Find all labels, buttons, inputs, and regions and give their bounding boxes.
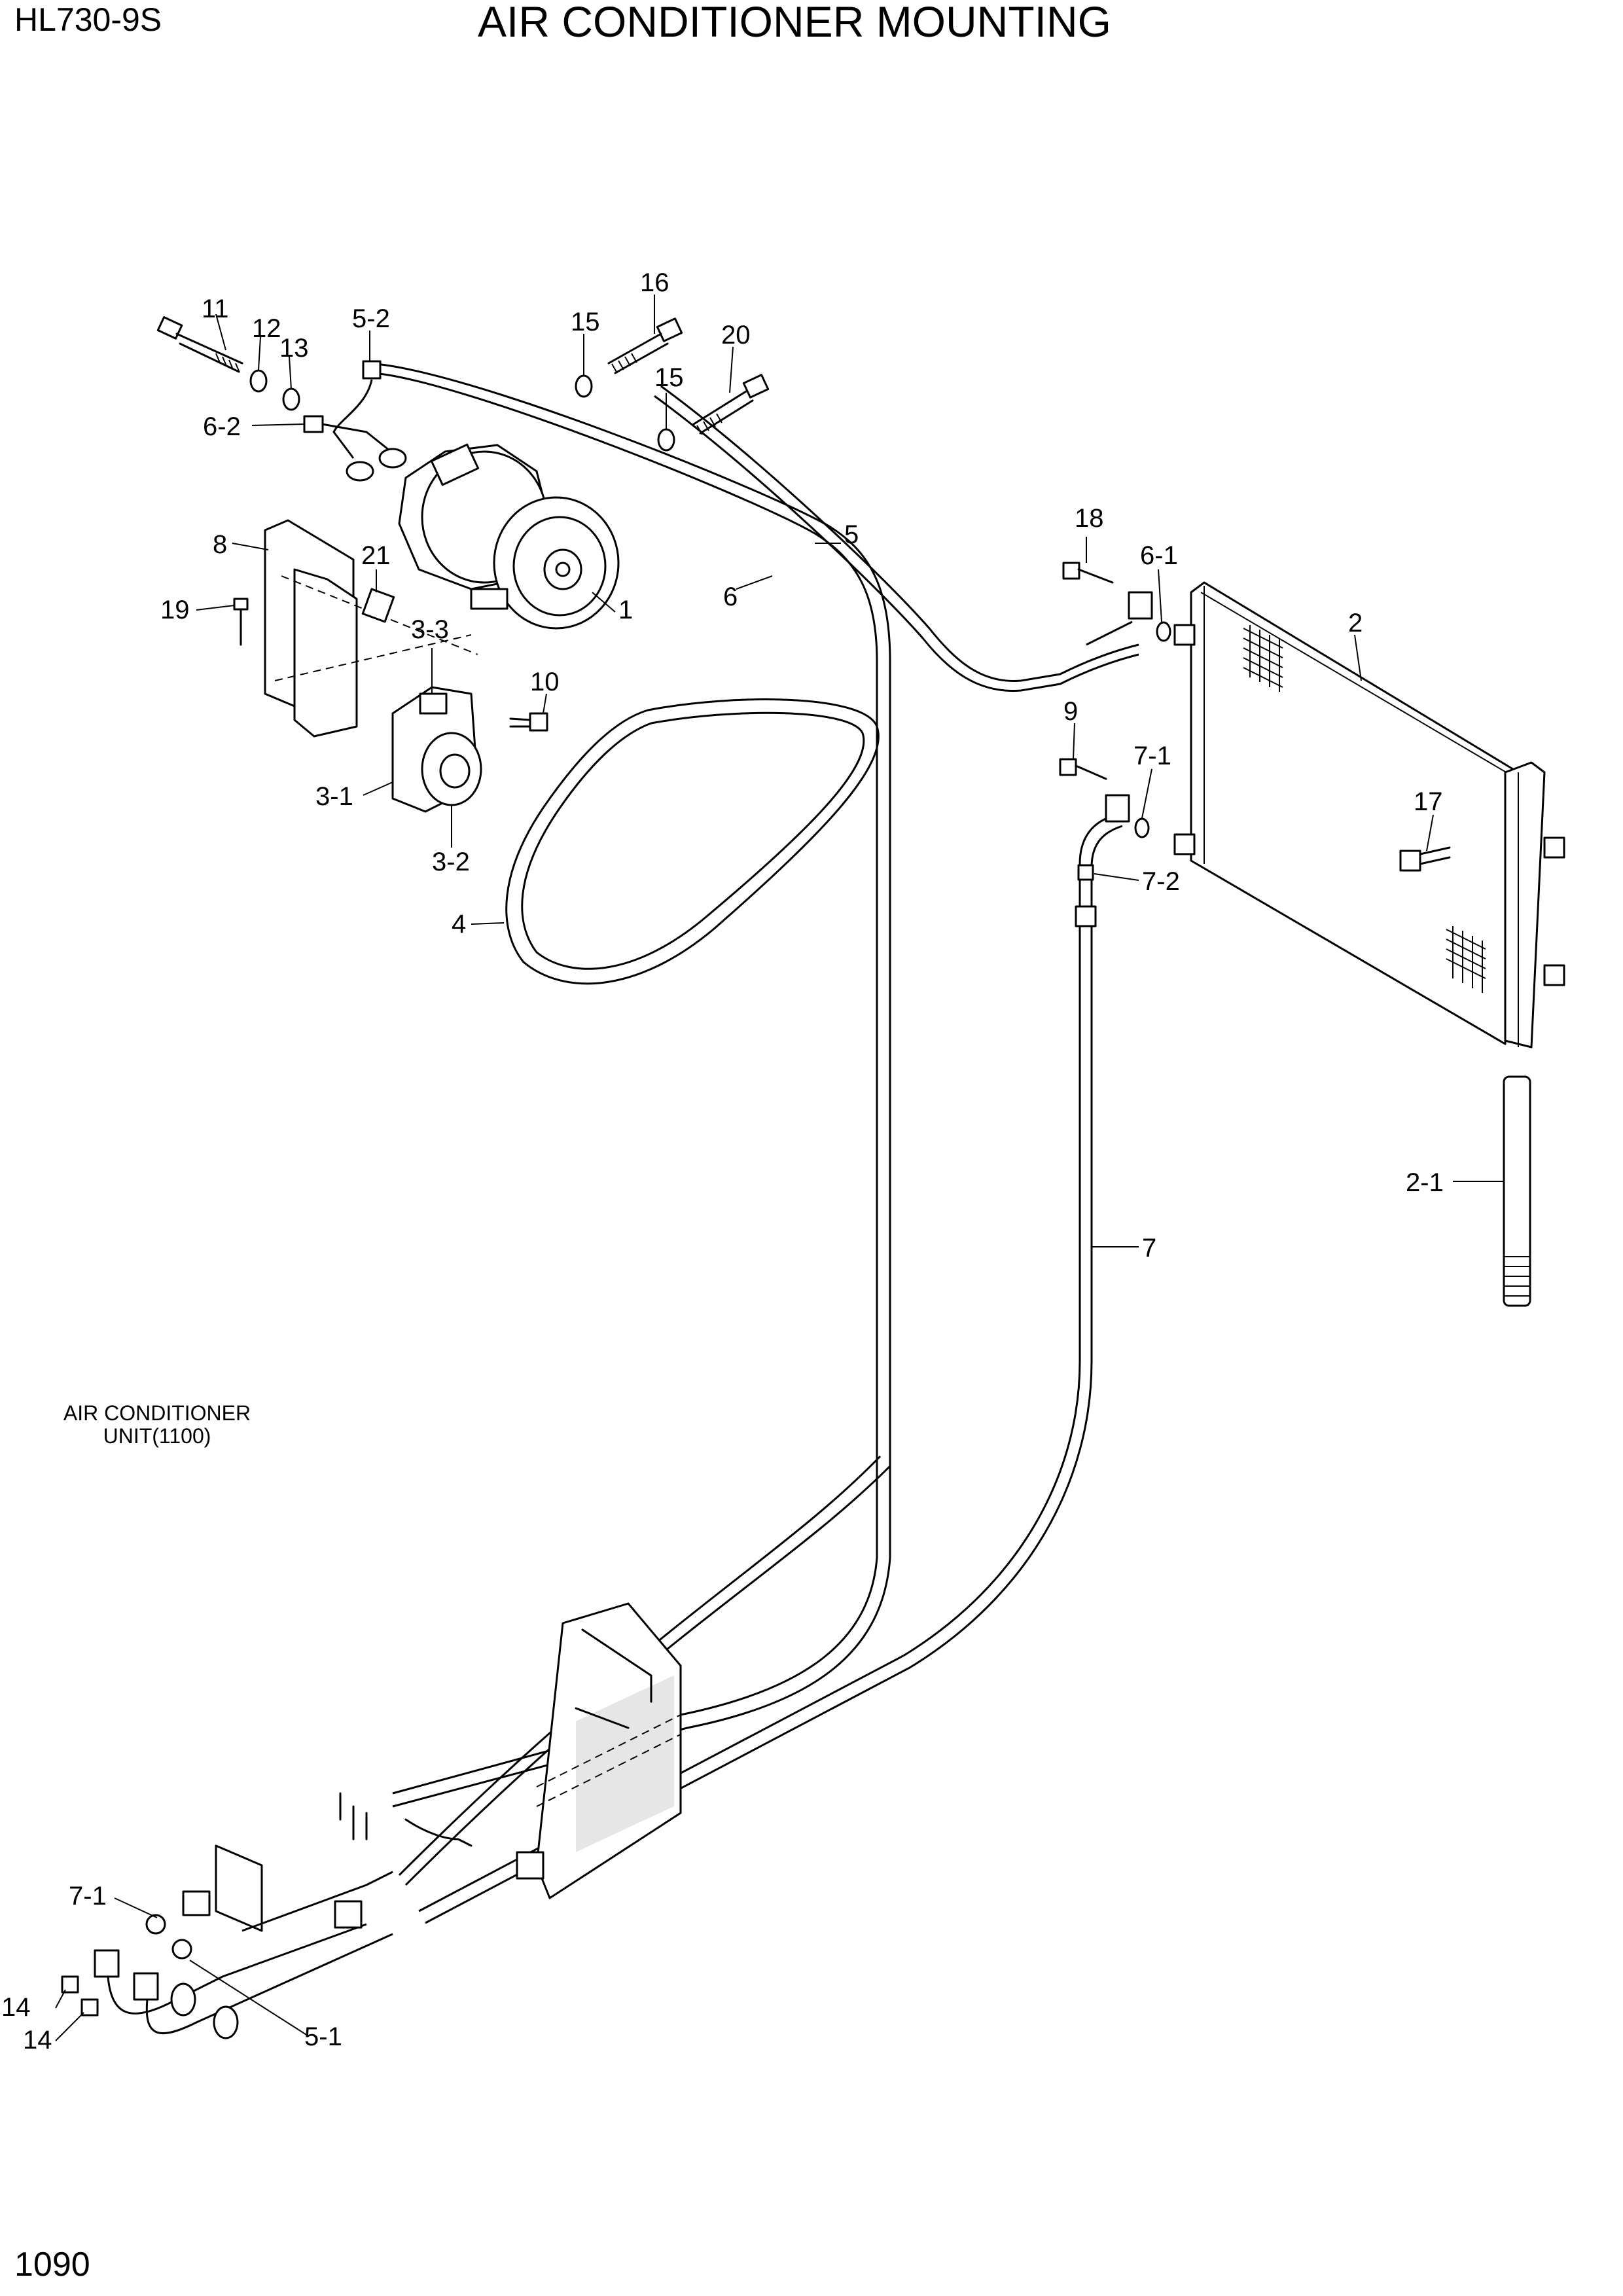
callout-3-2: 3-2 bbox=[432, 848, 470, 876]
callout-6-2: 6-2 bbox=[203, 412, 241, 441]
cap-3-3 bbox=[419, 692, 448, 715]
callout-21: 21 bbox=[361, 541, 391, 570]
callout-5-1: 5-1 bbox=[304, 2022, 342, 2051]
page-number: 1090 bbox=[14, 2246, 90, 2284]
note-line-1: AIR CONDITIONER bbox=[63, 1401, 251, 1425]
compressor bbox=[398, 443, 620, 630]
callout-1: 1 bbox=[618, 596, 633, 624]
drier-2-1 bbox=[1503, 1075, 1531, 1307]
hose-6 bbox=[398, 385, 1139, 1886]
callout-7-1-lower: 7-1 bbox=[69, 1882, 107, 1910]
ac-unit-reference-note: AIR CONDITIONER UNIT(1100) bbox=[63, 1401, 251, 1448]
callout-15b: 15 bbox=[654, 363, 684, 392]
callout-12: 12 bbox=[252, 314, 281, 343]
callout-5-2: 5-2 bbox=[352, 304, 390, 333]
fitting-6-2 bbox=[303, 415, 407, 482]
fitting-7-1 bbox=[1105, 794, 1150, 838]
callout-5: 5 bbox=[844, 520, 859, 549]
washer-15b bbox=[657, 428, 675, 452]
ac-unit bbox=[339, 1602, 682, 1899]
callout-7-1: 7-1 bbox=[1133, 742, 1171, 770]
tensioner-3-1 bbox=[391, 686, 482, 813]
bolt-17 bbox=[1399, 846, 1451, 872]
callout-3-1: 3-1 bbox=[315, 782, 353, 811]
bolt-19 bbox=[233, 598, 249, 646]
bolt-16 bbox=[607, 317, 683, 374]
callout-6: 6 bbox=[723, 583, 738, 611]
callout-13: 13 bbox=[279, 334, 309, 363]
callout-14b: 14 bbox=[23, 2026, 52, 2054]
spacer-21 bbox=[361, 588, 395, 623]
callout-11: 11 bbox=[202, 295, 229, 323]
callout-7: 7 bbox=[1142, 1234, 1156, 1263]
washer-13 bbox=[282, 387, 300, 411]
note-line-2: UNIT(1100) bbox=[103, 1424, 211, 1448]
callout-20: 20 bbox=[721, 321, 751, 350]
callout-7-2: 7-2 bbox=[1142, 867, 1180, 896]
washer-15a bbox=[575, 374, 593, 398]
callout-2-1: 2-1 bbox=[1406, 1168, 1444, 1197]
callout-6-1: 6-1 bbox=[1140, 541, 1178, 570]
bracket-8 bbox=[264, 519, 478, 738]
callout-14a: 14 bbox=[1, 1993, 31, 2022]
page-title: AIR CONDITIONER MOUNTING bbox=[478, 0, 1111, 46]
callout-3-3: 3-3 bbox=[411, 615, 449, 644]
callout-8: 8 bbox=[213, 530, 227, 559]
callout-15a: 15 bbox=[571, 308, 600, 336]
model-number: HL730-9S bbox=[14, 1, 162, 38]
bolt-11 bbox=[156, 316, 243, 373]
bolt-20 bbox=[692, 374, 770, 435]
washer-12 bbox=[249, 369, 268, 393]
callout-19: 19 bbox=[160, 596, 190, 624]
fitting-5-2 bbox=[332, 360, 382, 459]
leader-lines bbox=[55, 295, 1504, 2041]
callout-17: 17 bbox=[1414, 787, 1443, 816]
callout-16: 16 bbox=[640, 268, 669, 297]
cap-7-2 bbox=[1077, 864, 1094, 881]
belt-4 bbox=[505, 698, 880, 985]
fitting-6-1 bbox=[1086, 591, 1171, 646]
callout-2: 2 bbox=[1348, 609, 1363, 637]
condenser-2 bbox=[1173, 581, 1565, 1049]
hose-5 bbox=[366, 362, 891, 1808]
callout-9: 9 bbox=[1063, 697, 1078, 726]
callout-10: 10 bbox=[530, 668, 560, 696]
lower-hose-fittings bbox=[61, 1844, 393, 2039]
callout-18: 18 bbox=[1075, 504, 1104, 533]
bolt-9 bbox=[1059, 758, 1107, 780]
callout-4: 4 bbox=[452, 910, 466, 939]
bolt-18 bbox=[1062, 562, 1114, 584]
bolt-10 bbox=[509, 712, 548, 732]
callout-labels: 11 12 13 5-2 16 15 20 15 6-2 5 6 18 6-1 … bbox=[1, 268, 1444, 2054]
